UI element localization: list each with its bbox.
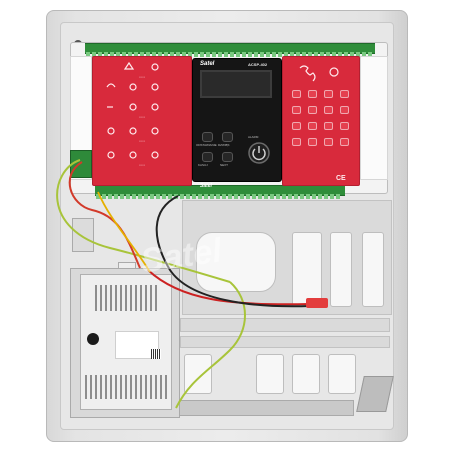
psu-label-sticker — [115, 331, 159, 359]
cable-entry-cutout — [330, 232, 352, 307]
psu-potentiometer — [87, 333, 99, 345]
keypad-key[interactable] — [324, 122, 333, 130]
keypad-key[interactable] — [292, 138, 301, 146]
psu-vent-top — [95, 285, 159, 311]
keypad-key[interactable] — [308, 106, 317, 114]
mounting-rail — [180, 318, 390, 332]
battery-wire-red — [147, 269, 311, 306]
power-supply-unit — [80, 274, 172, 410]
indicator-label-row: ▪ ▪ ▪ — [139, 163, 145, 167]
brand-logo-bottom: Satel — [200, 183, 212, 189]
battery-connector — [306, 298, 328, 308]
power-wire-red — [68, 161, 141, 269]
mounting-rail — [180, 336, 390, 348]
numeric-keypad — [288, 88, 354, 162]
board-left-edge — [70, 56, 92, 180]
keypad-key[interactable] — [324, 106, 333, 114]
warning-icon — [123, 61, 135, 70]
indicator-label-row: ▪ ▪ ▪ — [139, 115, 145, 119]
keypad-key[interactable] — [324, 138, 333, 146]
knockout-slot — [328, 354, 356, 394]
keypad-key[interactable] — [340, 90, 349, 98]
power-icon[interactable] — [246, 140, 272, 166]
model-label: ACSP-402 — [248, 62, 268, 67]
board-right-edge — [360, 56, 388, 180]
brand-logo: Satel — [200, 61, 215, 67]
center-key[interactable] — [202, 132, 213, 142]
knockout-slot — [292, 354, 320, 394]
terminal-block-top — [85, 43, 375, 57]
indicator-label-row: ▪ ▪ ▪ — [139, 139, 145, 143]
center-key[interactable] — [222, 152, 233, 162]
knockout-slot — [256, 354, 284, 394]
keypad-key[interactable] — [292, 122, 301, 130]
ce-mark-icon: CE — [336, 175, 346, 182]
keypad-panel — [282, 56, 360, 186]
wrench-icon — [151, 127, 159, 135]
key-label: DZWIĘK — [218, 143, 230, 147]
center-key[interactable] — [202, 152, 213, 162]
keypad-key[interactable] — [308, 122, 317, 130]
keypad-key[interactable] — [340, 138, 349, 146]
ground-wire — [56, 159, 231, 283]
qr-code-icon — [151, 349, 161, 359]
keypad-key[interactable] — [324, 90, 333, 98]
psu-vent-bottom — [85, 375, 169, 399]
keypad-key[interactable] — [340, 106, 349, 114]
left-indicator-panel: ▪ ▪ ▪ ▪ ▪ ▪ ▪ ▪ ▪ ▪ ▪ ▪ — [92, 56, 192, 186]
tamper-switch — [72, 218, 94, 252]
cable-entry-cutout — [196, 232, 276, 292]
battery-wire-black — [155, 195, 311, 308]
fire-icon — [151, 63, 159, 71]
phone-icon — [299, 65, 339, 82]
keypad-key[interactable] — [340, 122, 349, 130]
key-label: KASUJ — [198, 163, 208, 167]
keypad-key[interactable] — [292, 90, 301, 98]
signal-wire — [97, 191, 151, 273]
keypad-key[interactable] — [308, 138, 317, 146]
keypad-key[interactable] — [308, 90, 317, 98]
ground-wire — [175, 281, 246, 409]
key-label: NEXT — [220, 163, 229, 167]
key-label: ODSTAWIANIE — [196, 143, 217, 147]
bell-icon — [106, 83, 116, 88]
terminal-block-bottom — [95, 185, 345, 199]
center-key[interactable] — [222, 132, 233, 142]
key-label: ALARM — [248, 135, 259, 139]
indicator-label-row: ▪ ▪ ▪ — [139, 75, 145, 79]
lcd-display — [200, 70, 272, 98]
cable-entry-cutout — [362, 232, 384, 307]
keypad-key[interactable] — [292, 106, 301, 114]
